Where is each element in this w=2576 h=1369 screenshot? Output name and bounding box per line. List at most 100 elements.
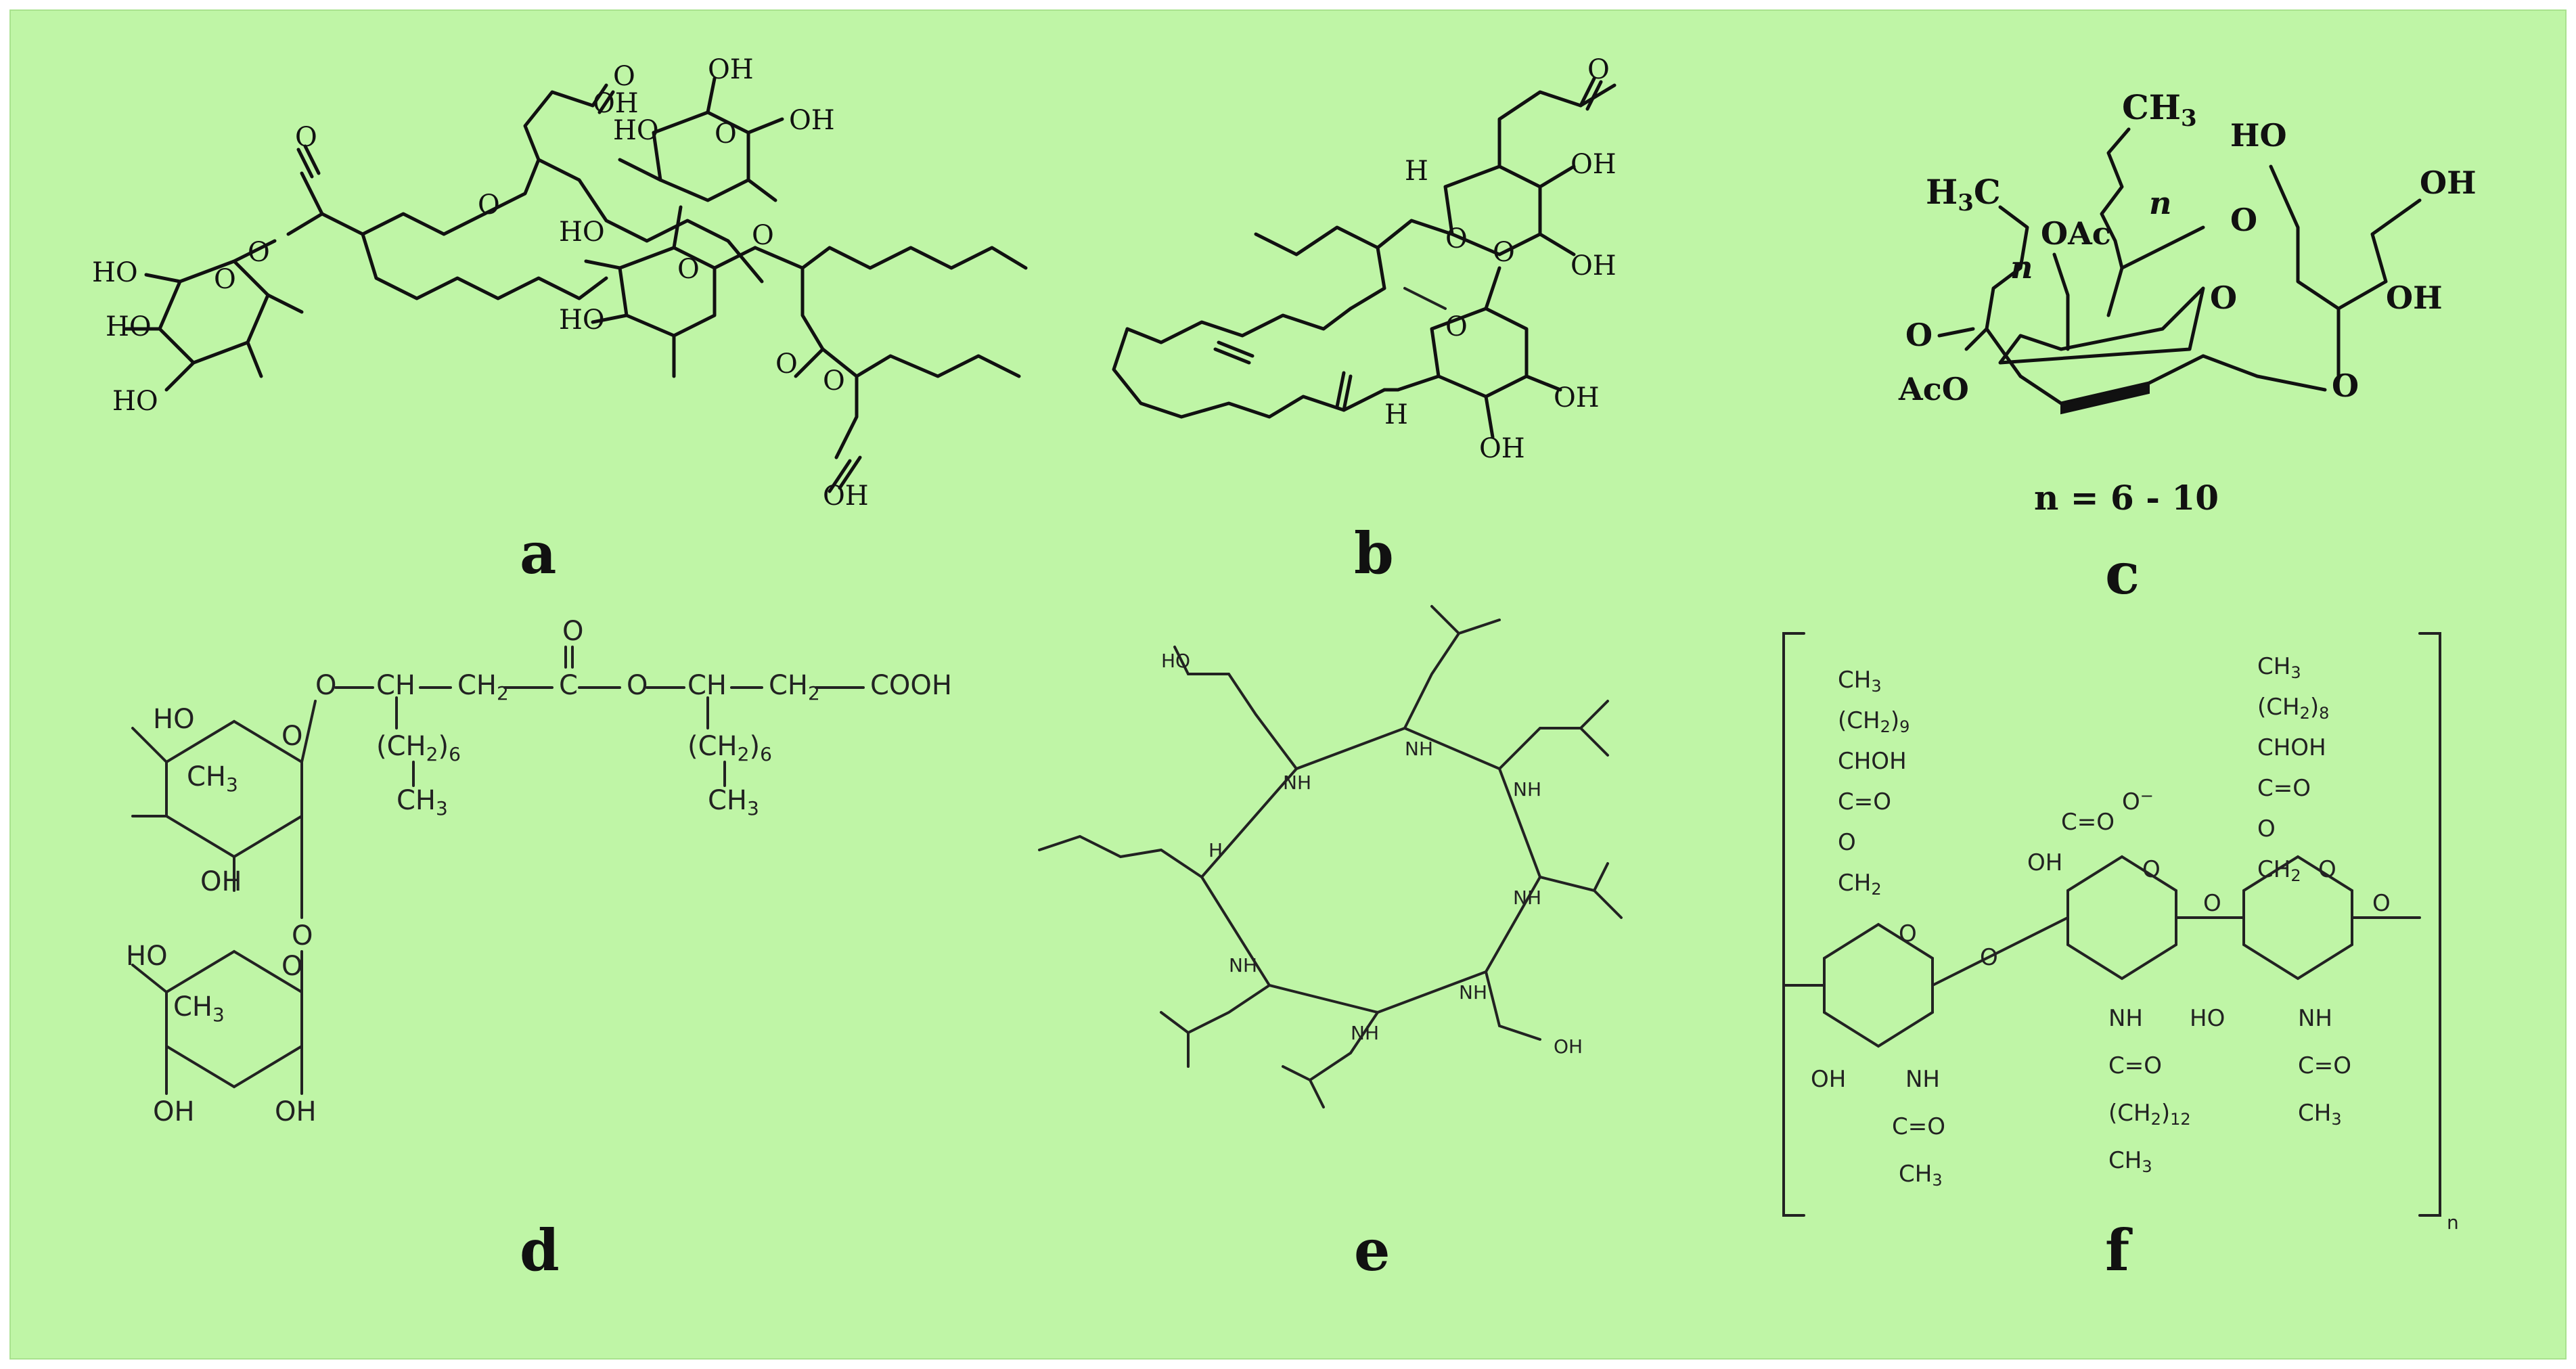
svg-text:HO: HO: [1161, 650, 1190, 672]
svg-text:O: O: [613, 61, 635, 92]
panel-label-d: d: [520, 1217, 560, 1284]
svg-text:O: O: [1899, 920, 1917, 947]
svg-text:OH: OH: [1554, 382, 1600, 413]
svg-text:O: O: [214, 264, 236, 295]
svg-text:C=O: C=O: [2257, 775, 2311, 802]
svg-text:C=O: C=O: [1838, 788, 1891, 815]
structure-f: n CH3 (CH2)9 CHOH C=O O CH2 CH3 (CH2)8 C…: [1782, 632, 2459, 1234]
svg-text:CH: CH: [687, 670, 727, 701]
svg-text:H: H: [1405, 156, 1428, 187]
svg-text:OH: OH: [823, 480, 869, 512]
svg-text:CH3: CH3: [1838, 667, 1882, 696]
svg-text:OH: OH: [2027, 849, 2062, 876]
svg-text:O: O: [1445, 223, 1468, 254]
svg-text:OH: OH: [1479, 433, 1525, 464]
svg-text:HO: HO: [92, 257, 138, 288]
svg-text:n: n: [2149, 185, 2171, 221]
svg-text:CH3: CH3: [397, 785, 448, 820]
figure-canvas: HO HO HO O O O O O OH OH HO OH O HO HO O…: [9, 9, 2567, 1360]
svg-text:HO: HO: [112, 386, 158, 417]
svg-text:CH3: CH3: [708, 785, 759, 820]
svg-text:O−: O−: [2122, 786, 2154, 815]
svg-text:OH: OH: [789, 105, 835, 136]
panel-label-b: b: [1354, 520, 1394, 587]
svg-text:OH: OH: [1571, 250, 1617, 282]
svg-text:HO: HO: [106, 311, 152, 342]
panel-label-e: e: [1354, 1217, 1391, 1284]
svg-text:(CH2)12: (CH2)12: [2108, 1100, 2191, 1129]
svg-text:NH: NH: [1351, 1022, 1379, 1044]
svg-text:O: O: [1445, 311, 1468, 342]
svg-text:NH: NH: [1405, 738, 1433, 760]
svg-text:O: O: [315, 670, 336, 701]
svg-text:O: O: [2203, 890, 2221, 917]
svg-text:O: O: [281, 721, 302, 752]
svg-text:O: O: [752, 220, 774, 251]
svg-text:O: O: [295, 122, 317, 153]
svg-text:NH: NH: [1229, 954, 1257, 977]
svg-text:H: H: [1208, 839, 1223, 861]
svg-text:NH: NH: [2108, 1005, 2143, 1032]
svg-text:O: O: [1838, 829, 1856, 856]
svg-text:O: O: [715, 118, 737, 150]
svg-text:CH2: CH2: [769, 670, 820, 704]
svg-text:O: O: [1493, 237, 1515, 268]
svg-text:O: O: [2318, 856, 2336, 883]
svg-text:C: C: [559, 670, 578, 701]
svg-text:O: O: [2142, 856, 2161, 883]
svg-text:OH: OH: [153, 1096, 195, 1127]
svg-text:HO: HO: [559, 217, 605, 248]
svg-text:CH: CH: [376, 670, 415, 701]
svg-text:n: n: [2447, 1211, 2459, 1234]
svg-text:AcO: AcO: [1898, 371, 1969, 407]
svg-text:(CH2)8: (CH2)8: [2257, 694, 2329, 723]
svg-text:NH: NH: [1459, 981, 1487, 1004]
svg-text:OH: OH: [200, 866, 242, 897]
svg-text:HO: HO: [2230, 117, 2287, 154]
svg-text:HO: HO: [559, 305, 605, 336]
svg-text:O: O: [2372, 890, 2391, 917]
svg-text:(CH2)6: (CH2)6: [376, 731, 461, 765]
svg-text:O: O: [677, 254, 700, 285]
svg-text:OH: OH: [1571, 149, 1617, 180]
svg-text:O: O: [1587, 54, 1610, 85]
svg-text:CHOH: CHOH: [2257, 734, 2326, 761]
svg-text:CH3: CH3: [187, 761, 238, 796]
svg-text:CH3: CH3: [2108, 1147, 2152, 1176]
svg-text:CH3: CH3: [2298, 1100, 2342, 1129]
svg-text:CH3: CH3: [2122, 87, 2197, 132]
structure-e: HO OH NH NH NH NH NH NH NH H: [1038, 605, 1623, 1108]
structure-b: O OH OH O O OH OH H H O: [1112, 54, 1617, 464]
svg-text:OH: OH: [2386, 279, 2443, 316]
svg-text:CH2: CH2: [457, 670, 509, 704]
svg-text:O: O: [1980, 944, 1998, 971]
svg-text:H: H: [1384, 399, 1408, 430]
svg-text:HO: HO: [613, 115, 659, 146]
svg-text:(CH2)9: (CH2)9: [1838, 707, 1910, 736]
svg-text:OH: OH: [593, 88, 639, 119]
panel-label-a: a: [520, 520, 557, 587]
svg-text:O: O: [2332, 367, 2359, 404]
svg-text:NH: NH: [1513, 778, 1541, 801]
structure-a: HO HO HO O O O O O OH OH HO OH O HO HO O…: [92, 54, 1028, 512]
svg-text:O: O: [1905, 317, 1933, 353]
svg-text:O: O: [823, 365, 845, 397]
svg-text:C=O: C=O: [2108, 1052, 2162, 1079]
svg-text:C=O: C=O: [2298, 1052, 2351, 1079]
svg-text:O: O: [2257, 815, 2276, 843]
svg-text:CH3: CH3: [173, 991, 225, 1026]
svg-text:C=O: C=O: [2061, 809, 2115, 836]
svg-text:C=O: C=O: [1892, 1113, 1945, 1140]
svg-text:CH3: CH3: [1899, 1161, 1943, 1190]
svg-text:O: O: [562, 616, 583, 647]
svg-text:O: O: [627, 670, 648, 701]
svg-text:O: O: [478, 189, 500, 221]
structure-c: H3C CH3 OAc O AcO O O O HO OH OH n n: [1898, 87, 2477, 415]
svg-text:CHOH: CHOH: [1838, 748, 1907, 775]
svg-text:O: O: [775, 349, 798, 380]
structure-d: O CH CH2 C O O CH CH2 COOH (CH2)6 CH3 (C…: [126, 616, 952, 1127]
svg-text:O: O: [281, 951, 302, 982]
svg-text:O: O: [248, 237, 270, 268]
svg-text:OAc: OAc: [2041, 215, 2111, 252]
svg-text:OH: OH: [275, 1096, 317, 1127]
